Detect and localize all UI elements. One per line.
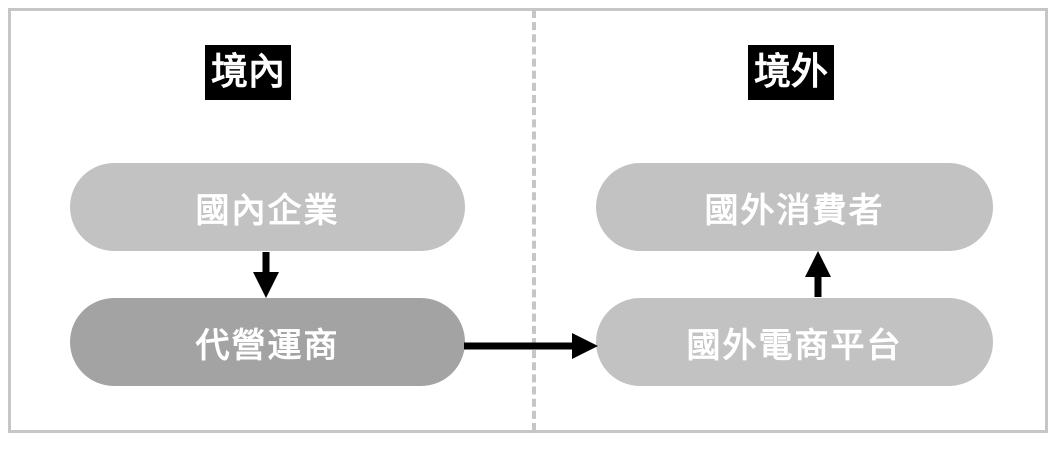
node-foreign-platform-label: 國外電商平台 [686,325,903,366]
node-operating-agent-label: 代營運商 [195,325,340,366]
zone-label-overseas: 境外 [748,45,834,100]
node-foreign-platform[interactable]: 國外電商平台 [596,298,993,386]
node-domestic-enterprise[interactable]: 國內企業 [70,163,465,251]
node-foreign-consumer[interactable]: 國外消費者 [596,163,993,251]
node-foreign-consumer-label: 國外消費者 [704,190,885,231]
node-domestic-enterprise-label: 國內企業 [195,190,340,231]
domestic-overseas-divider [532,10,536,431]
zone-label-domestic: 境內 [205,45,291,100]
node-operating-agent[interactable]: 代營運商 [70,298,465,386]
